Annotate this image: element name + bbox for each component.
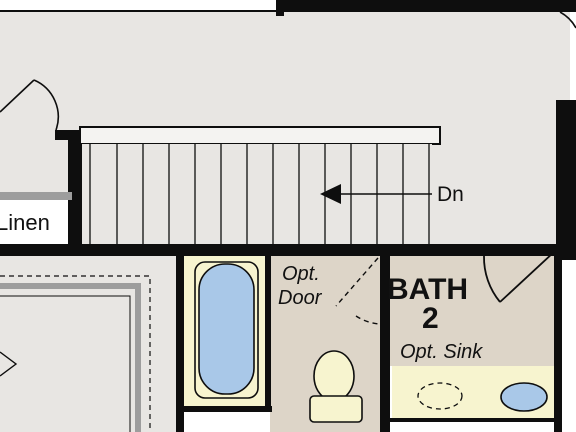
top-left-room-floor [0,0,282,10]
toilet-icon [309,350,363,423]
arrow-left-icon [320,184,432,204]
bath-door-swing-arc [483,251,555,303]
opt-door-label-line2: Door [278,287,323,309]
opt-door-label-line1: Opt. [282,263,320,285]
bath-number-label: 2 [422,302,439,335]
stair-top-landing [79,126,441,145]
stairs-direction-label: Dn [437,183,464,206]
staircase: Dn [79,126,464,244]
sink-icon [500,382,548,412]
linen-closet-label: Linen [0,210,50,235]
hall-door-swing-arc [0,79,60,131]
opt-sink-outline-icon [417,382,463,410]
top-room-border [0,10,282,12]
left-room-outline [0,275,151,432]
linen-closet-shelf [0,192,72,200]
bathtub-icon [194,261,259,399]
bath-name-label: BATH [387,273,468,306]
opt-door-swing-arc [335,257,381,325]
opt-sink-label: Opt. Sink [400,341,483,363]
bath-2-floor [270,254,554,366]
linen-closet-floor [0,200,72,246]
